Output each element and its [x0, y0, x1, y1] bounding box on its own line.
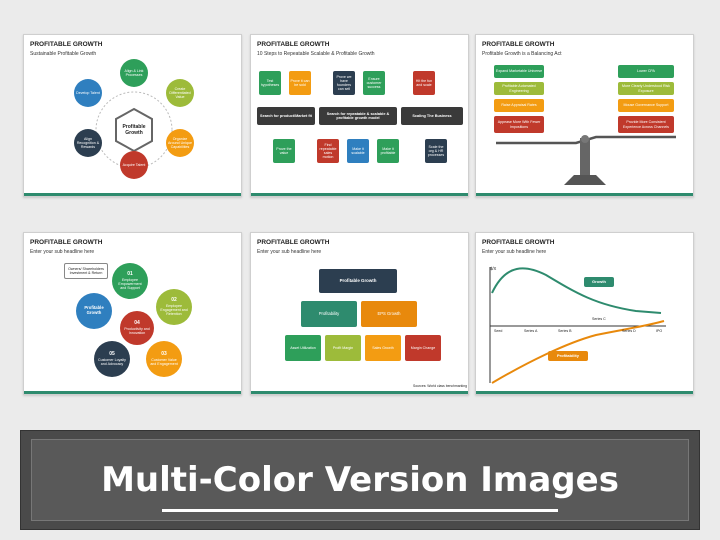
accent-bar [251, 193, 468, 196]
slide-thumbnail-6[interactable]: PROFITABLE GROWTH Enter your sub headlin… [475, 232, 694, 395]
tier-bottom: Margin Change [405, 335, 441, 361]
slide-title: PROFITABLE GROWTH [257, 239, 330, 246]
slide-title: PROFITABLE GROWTH [30, 239, 103, 246]
stakeholder-callout: Owners/ Shareholders Investment & Return [64, 263, 108, 279]
node-organize: Organize Around Unique Capabilities [166, 129, 194, 157]
slide-thumbnail-5[interactable]: PROFITABLE GROWTH Enter your sub headlin… [250, 232, 469, 395]
slide-thumbnail-1[interactable]: PROFITABLE GROWTH Sustainable Profitable… [23, 34, 242, 197]
phase-header: Search for product/Market fit [257, 107, 315, 125]
node-develop-talent: Develop Talent [74, 79, 102, 107]
step-circle: 02 Employee Engagement and Retention [156, 289, 192, 325]
balance-item-left: Expand Marketable Universe [494, 65, 544, 78]
step-circle: 03 Customer Value and Engagement [146, 341, 182, 377]
banner-underline [162, 509, 558, 512]
balance-item-right: Provide More Consistent Experience Acros… [618, 116, 674, 133]
slide-subtitle: Profitable Growth is a Balancing Act [482, 51, 562, 57]
step-box: Make it profitable [377, 139, 399, 163]
slide-subtitle: 10 Steps to Repeatable Scalable & Profit… [257, 51, 375, 57]
phase-header: Scaling The Business [401, 107, 463, 125]
step-box: Prove the value [273, 139, 295, 163]
balance-item-right: Mouse Governance Support [618, 99, 674, 112]
balance-item-left: Appease More With Fewer Impositions [494, 116, 544, 133]
slide-thumbnail-4[interactable]: PROFITABLE GROWTH Enter your sub headlin… [23, 232, 242, 395]
balance-item-left: Profitable Automated Engineering [494, 82, 544, 95]
step-circle: 01 Employee Empowerment and Support [112, 263, 148, 299]
tier-bottom: Sales Growth [365, 335, 401, 361]
center-label: Profitable Growth [122, 124, 146, 136]
balance-item-left: Raise Appraisal Rates [494, 99, 544, 112]
step-circle: 04 Productivity and Innovation [120, 311, 154, 345]
y-axis-label: $/X [490, 266, 497, 271]
balance-item-right: More Clearly Understood Risk Exposure [618, 82, 674, 95]
accent-bar [24, 193, 241, 196]
x-tick: Series C [592, 317, 606, 321]
x-tick: IPO [656, 329, 663, 333]
profitability-label: Profitability [548, 351, 588, 361]
x-tick: Series D [622, 329, 636, 333]
accent-bar [251, 391, 468, 394]
banner-title: Multi-Color Version Images [101, 460, 619, 500]
slide-title: PROFITABLE GROWTH [257, 41, 330, 48]
growth-curve-chart [489, 267, 666, 384]
banner-panel: Multi-Color Version Images [31, 439, 689, 521]
phase-header: Search for repeatable & scalable & profi… [319, 107, 397, 125]
tier-bottom: Profit Margin [325, 335, 361, 361]
growth-label: Growth [584, 277, 614, 287]
step-box: Prove we have founders can sell [333, 71, 355, 95]
slide-subtitle: Enter your sub headline here [30, 249, 95, 255]
tier-top: Profitable Growth [319, 269, 397, 293]
slide-title: PROFITABLE GROWTH [482, 239, 555, 246]
x-tick: Seed [494, 329, 503, 333]
accent-bar [24, 391, 241, 394]
node-acquire-talent: Acquire Talent [120, 151, 148, 179]
accent-bar [476, 391, 693, 394]
step-box: Scale the org & HR processes [425, 139, 447, 163]
step-box: Find repeatable sales motion [317, 139, 339, 163]
accent-bar [476, 193, 693, 196]
center-circle: Profitable Growth [76, 293, 112, 329]
node-create-value: Create Differentiated Value [166, 79, 194, 107]
slide-title: PROFITABLE GROWTH [482, 41, 555, 48]
slide-subtitle: Enter your sub headline here [257, 249, 322, 255]
x-tick: Series B [558, 329, 572, 333]
step-box: Make it scalable [347, 139, 369, 163]
slide-thumbnail-3[interactable]: PROFITABLE GROWTH Profitable Growth is a… [475, 34, 694, 197]
node-align-link: Align & Link Processes [120, 59, 148, 87]
step-box: Test hypotheses [259, 71, 281, 95]
step-box: Prove it can be sold [289, 71, 311, 95]
slide-thumbnail-2[interactable]: PROFITABLE GROWTH 10 Steps to Repeatable… [250, 34, 469, 197]
slide-title: PROFITABLE GROWTH [30, 41, 103, 48]
balance-scale-icon [496, 135, 676, 185]
step-box: Ensure customer success [363, 71, 385, 95]
step-circle: 05 Customer Loyalty and Advocacy [94, 341, 130, 377]
tier-bottom: Asset Utilization [285, 335, 321, 361]
source-note: Sources: World class benchmarking [412, 384, 467, 388]
x-tick: Series A [524, 329, 538, 333]
balance-item-right: Lower CPA [618, 65, 674, 78]
step-box: Hit the fun and scale [413, 71, 435, 95]
slide-subtitle: Enter your sub headline here [482, 249, 547, 255]
version-banner: Multi-Color Version Images [20, 430, 700, 530]
slide-subtitle: Sustainable Profitable Growth [30, 51, 97, 57]
node-align-recognition: Align Recognition & Rewards [74, 129, 102, 157]
tier-mid: Profitability [301, 301, 357, 327]
tier-mid: EPS Growth [361, 301, 417, 327]
